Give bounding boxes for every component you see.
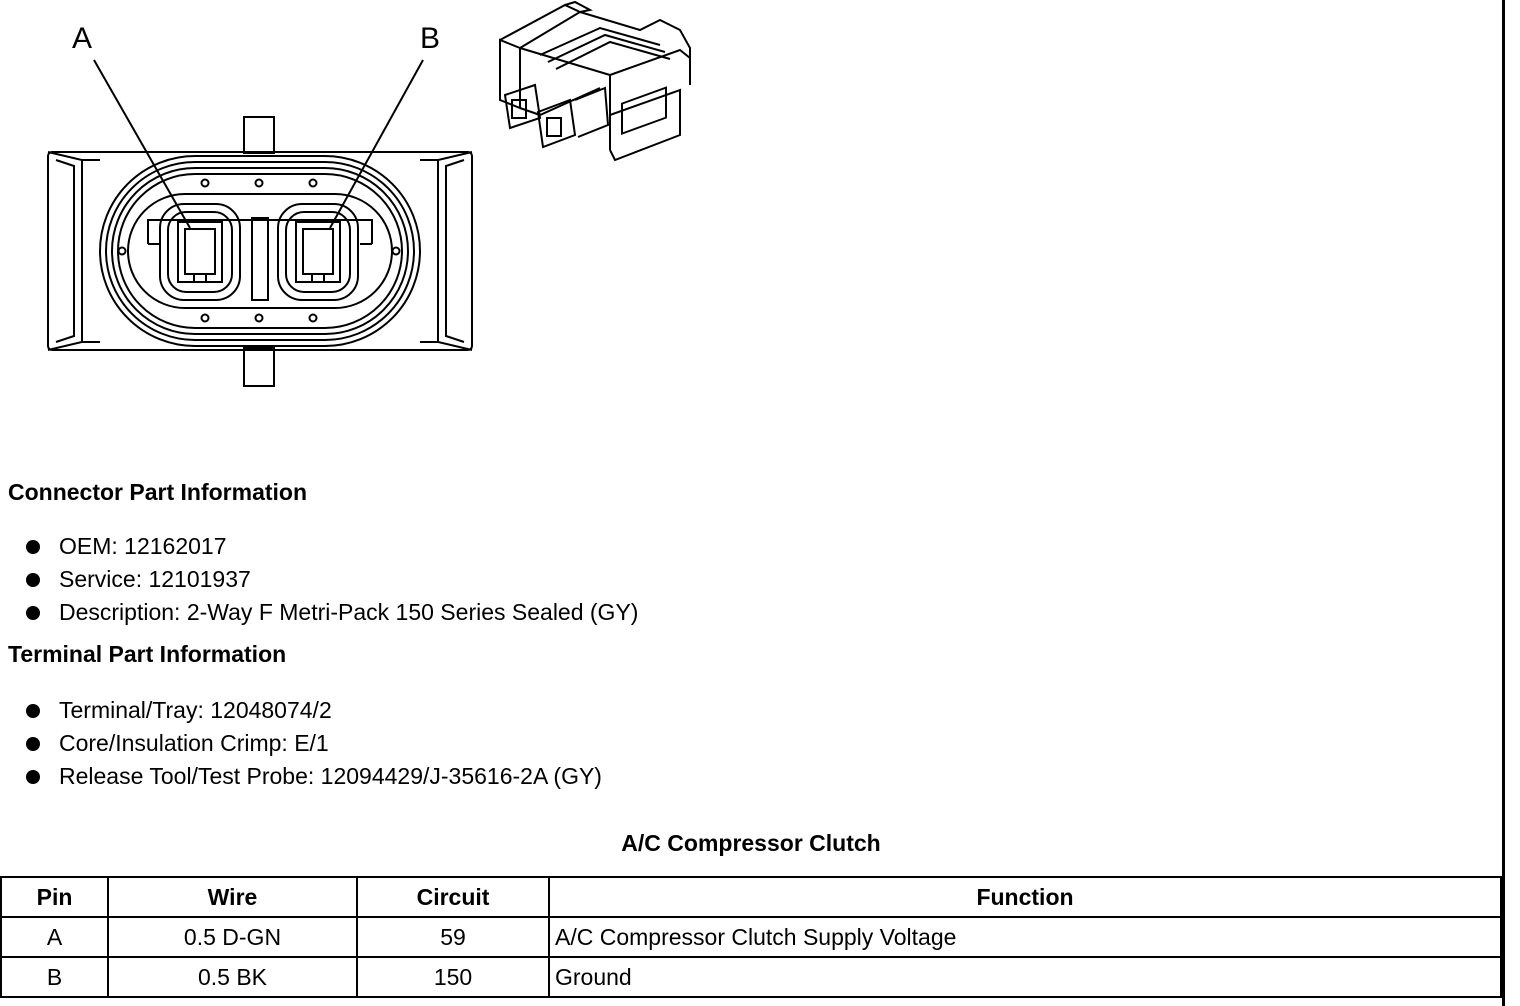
list-item: OEM: 12162017 bbox=[24, 530, 638, 563]
bullet-icon bbox=[26, 769, 40, 784]
list-item: Service: 12101937 bbox=[24, 563, 638, 596]
cell-circuit: 150 bbox=[356, 956, 550, 998]
connector-body bbox=[47, 151, 473, 351]
header-function: Function bbox=[548, 876, 1502, 918]
bullet-icon bbox=[26, 572, 40, 587]
terminal-part-info-list: Terminal/Tray: 12048074/2 Core/Insulatio… bbox=[24, 694, 602, 793]
cell-circuit: 59 bbox=[356, 916, 550, 958]
connector-isometric-view bbox=[499, 0, 691, 162]
connector-part-info-list: OEM: 12162017 Service: 12101937 Descript… bbox=[24, 530, 638, 629]
right-border-line bbox=[1502, 0, 1505, 1006]
callout-label-b: B bbox=[420, 22, 440, 55]
terminal-part-info-heading: Terminal Part Information bbox=[8, 641, 287, 667]
bottom-latch bbox=[243, 347, 275, 387]
header-circuit: Circuit bbox=[356, 876, 550, 918]
left-flange bbox=[47, 151, 83, 351]
connector-face-diagram: A B bbox=[47, 0, 691, 387]
list-item: Core/Insulation Crimp: E/1 bbox=[24, 727, 602, 760]
list-item: Description: 2-Way F Metri-Pack 150 Seri… bbox=[24, 596, 638, 629]
header-wire: Wire bbox=[107, 876, 358, 918]
terminal-cavity-b bbox=[277, 203, 359, 301]
bullet-icon bbox=[26, 703, 40, 718]
cell-wire: 0.5 D-GN bbox=[107, 916, 358, 958]
table-header-row: Pin Wire Circuit Function bbox=[0, 876, 1502, 918]
leader-line-a bbox=[93, 59, 191, 229]
leader-line-b bbox=[329, 59, 424, 229]
list-item: Terminal/Tray: 12048074/2 bbox=[24, 694, 602, 727]
table-row: B 0.5 BK 150 Ground bbox=[0, 956, 1502, 998]
connector-part-info-heading: Connector Part Information bbox=[8, 479, 308, 505]
terminal-cavity-a bbox=[159, 203, 241, 301]
cell-function: A/C Compressor Clutch Supply Voltage bbox=[548, 916, 1502, 958]
table-row: A 0.5 D-GN 59 A/C Compressor Clutch Supp… bbox=[0, 916, 1502, 958]
bullet-icon bbox=[26, 539, 40, 554]
pin-table-title: A/C Compressor Clutch bbox=[621, 830, 881, 856]
callout-label-a: A bbox=[72, 22, 92, 55]
bullet-icon bbox=[26, 605, 40, 620]
bullet-icon bbox=[26, 736, 40, 751]
cell-wire: 0.5 BK bbox=[107, 956, 358, 998]
list-item: Release Tool/Test Probe: 12094429/J-3561… bbox=[24, 760, 602, 793]
cell-pin: A bbox=[0, 916, 109, 958]
right-flange bbox=[437, 151, 473, 351]
top-latch bbox=[243, 116, 275, 154]
cell-function: Ground bbox=[548, 956, 1502, 998]
cell-pin: B bbox=[0, 956, 109, 998]
header-pin: Pin bbox=[0, 876, 109, 918]
pin-table: Pin Wire Circuit Function A 0.5 D-GN 59 … bbox=[0, 876, 1502, 998]
